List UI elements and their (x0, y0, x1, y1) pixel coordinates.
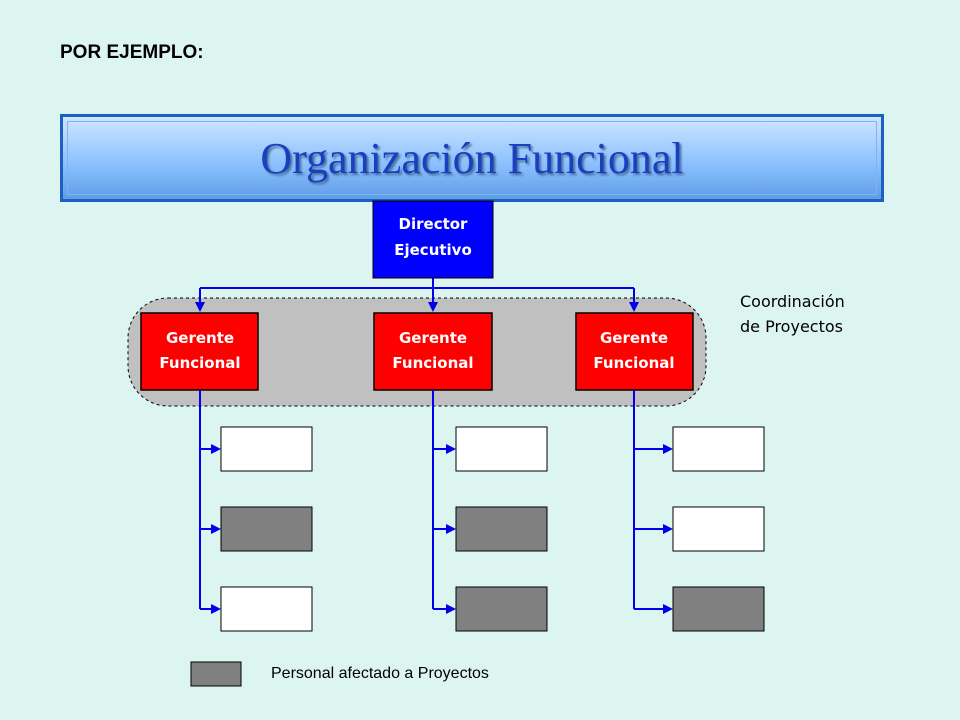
manager-2-line1: Gerente (399, 329, 467, 347)
intro-heading: POR EJEMPLO: (60, 42, 204, 63)
manager-1-line2: Funcional (159, 354, 240, 372)
coordination-label-line1: Coordinación (740, 292, 845, 311)
director-box: Director Ejecutivo (372, 200, 494, 279)
staff-box (220, 426, 313, 472)
director-title-line1: Director (399, 215, 469, 233)
director-title-line2: Ejecutivo (394, 241, 472, 259)
manager-3-line1: Gerente (600, 329, 668, 347)
project-staff-box (455, 506, 548, 552)
manager-1-line1: Gerente (166, 329, 234, 347)
coordination-label-line2: de Proyectos (740, 317, 843, 336)
director-rect (372, 200, 494, 279)
staff-layer (199, 390, 765, 632)
manager-3-line2: Funcional (593, 354, 674, 372)
project-staff-box (672, 586, 765, 632)
project-staff-box (455, 586, 548, 632)
staff-box (220, 586, 313, 632)
staff-box (672, 426, 765, 472)
connector-lines (195, 278, 639, 312)
manager-2-line2: Funcional (392, 354, 473, 372)
diagram-title: Organización Funcional (260, 133, 684, 183)
project-staff-box (220, 506, 313, 552)
staff-box (455, 426, 548, 472)
legend-label: Personal afectado a Proyectos (271, 665, 489, 682)
manager-box-3: Gerente Funcional (575, 312, 694, 391)
manager-box-2: Gerente Funcional (373, 312, 493, 391)
legend-swatch (190, 661, 242, 687)
manager-box-1: Gerente Funcional (140, 312, 259, 391)
staff-box (672, 506, 765, 552)
